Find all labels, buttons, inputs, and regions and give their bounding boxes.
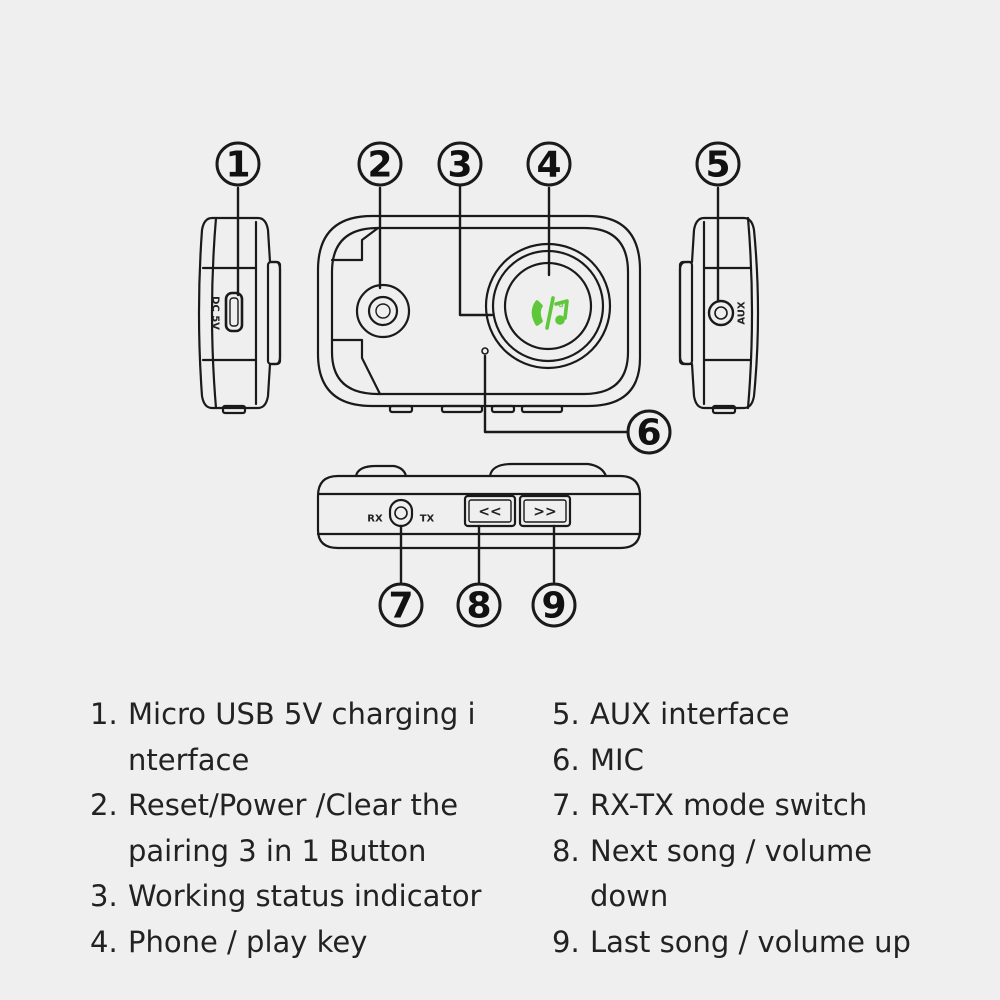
prev-arrows-label: << [478,504,501,520]
legend-item-3: 3. Working status indicator [90,874,530,920]
leader-lines [236,184,720,584]
callout-circles [215,141,741,628]
mic-hole [481,347,489,355]
legend-item-8: 8. Next song / volume down [552,829,952,920]
right-side-view [678,216,760,415]
legend-text: Last song / volume up [590,924,911,959]
prev-button [463,494,517,528]
legend-num: 5. [552,697,580,731]
legend-num: 1. [90,697,118,731]
bottom-view [316,462,642,550]
usb-label: DC 5V [210,296,221,330]
callout-1: 1 [225,145,250,186]
callout-8: 8 [466,586,491,627]
phone-music-icon [531,296,569,330]
legend-text: Reset/Power /Clear the pairing 3 in 1 Bu… [128,788,459,868]
legend-item-2: 2. Reset/Power /Clear the pairing 3 in 1… [90,783,530,874]
callout-9: 9 [541,586,566,627]
legend-left-column: 1. Micro USB 5V charging i nterface 2. R… [90,692,530,965]
legend-text: RX-TX mode switch [590,788,868,822]
reset-power-button [355,283,411,339]
aux-port [707,299,735,327]
rx-label: RX [367,514,383,525]
callout-4: 4 [536,145,561,186]
legend-num: 6. [552,742,580,777]
legend: 1. Micro USB 5V charging i nterface 2. R… [90,692,950,982]
legend-text: Phone / play key [128,924,368,959]
legend-item-5: 5. AUX interface [552,692,952,738]
callout-3: 3 [447,145,472,186]
rx-tx-switch [388,498,414,528]
legend-num: 4. [90,924,118,959]
legend-item-1: 1. Micro USB 5V charging i nterface [90,692,530,783]
legend-item-9: 9. Last song / volume up [552,920,952,966]
legend-num: 3. [90,879,118,913]
legend-item-6: 6. MIC [552,738,952,784]
aux-label: AUX [737,301,748,325]
callout-7: 7 [388,586,413,627]
legend-item-4: 4. Phone / play key [90,920,530,966]
legend-num: 9. [552,924,580,959]
next-button [518,494,572,528]
legend-text: Next song / volume down [590,833,873,914]
next-arrows-label: >> [533,504,556,520]
legend-text: AUX interface [590,697,790,731]
legend-text: Micro USB 5V charging i nterface [128,697,476,777]
legend-num: 7. [552,788,580,822]
legend-text: MIC [590,742,644,777]
legend-num: 8. [552,833,580,868]
tx-label: TX [420,514,435,525]
legend-text: Working status indicator [128,879,482,913]
legend-num: 2. [90,788,118,822]
callout-6: 6 [636,413,661,454]
callout-5: 5 [705,145,730,186]
micro-usb-port [224,291,244,333]
callout-2: 2 [367,145,392,186]
legend-item-7: 7. RX-TX mode switch [552,783,952,829]
device-diagram: 1 2 3 4 5 6 7 8 9 DC 5V AUX RX TX << >> [197,141,760,628]
legend-right-column: 5. AUX interface 6. MIC 7. RX-TX mode sw… [552,692,952,965]
left-side-view [197,216,282,415]
